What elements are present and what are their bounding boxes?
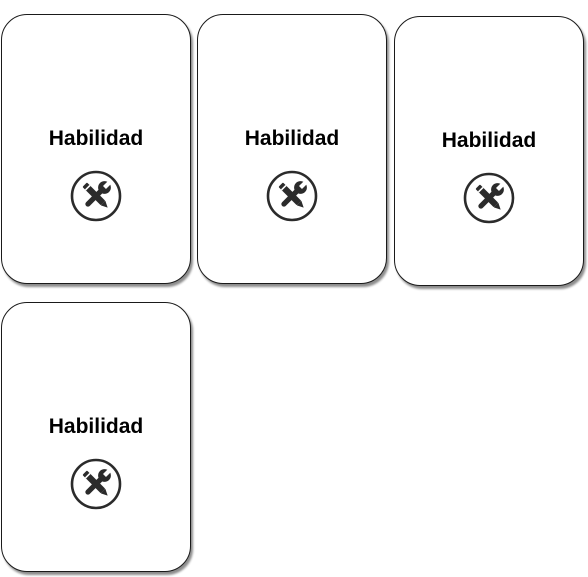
skill-card[interactable]: Habilidad — [197, 14, 387, 284]
tools-icon — [463, 172, 515, 224]
card-title: Habilidad — [244, 127, 340, 150]
card-title: Habilidad — [48, 127, 144, 150]
card-title: Habilidad — [48, 415, 144, 438]
tools-icon — [70, 458, 122, 510]
tools-icon — [70, 170, 122, 222]
skill-card[interactable]: Habilidad — [1, 14, 191, 284]
skill-card[interactable]: Habilidad — [1, 302, 191, 572]
card-title: Habilidad — [441, 129, 537, 152]
tools-icon — [266, 170, 318, 222]
skill-card[interactable]: Habilidad — [394, 16, 584, 286]
